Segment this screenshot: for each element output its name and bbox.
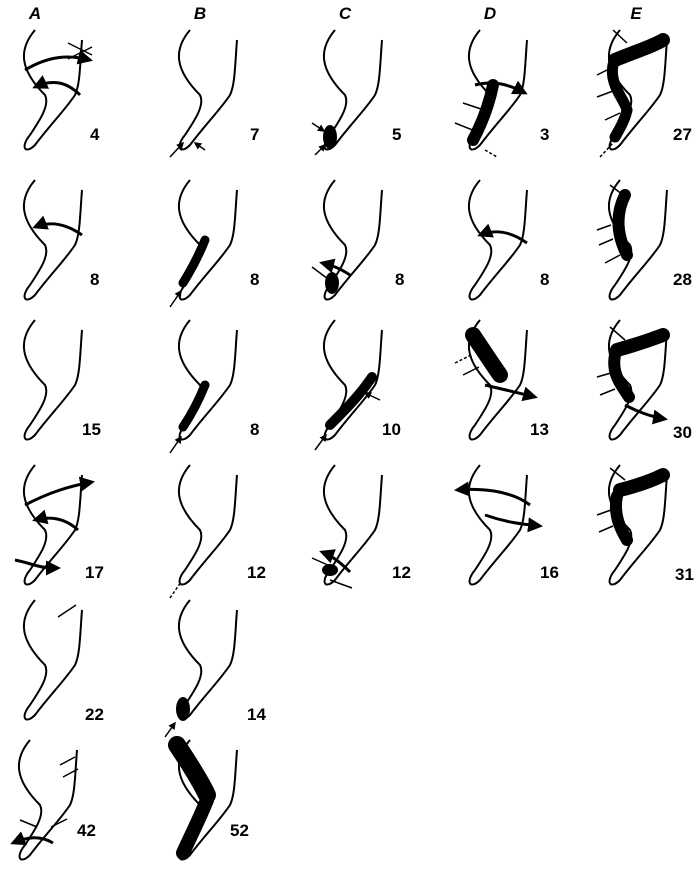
panel-b5: 14: [165, 595, 305, 740]
vein-diagram-d2: [455, 175, 575, 315]
panel-d2: 8: [455, 175, 595, 320]
panel-d2-number: 8: [540, 270, 549, 290]
panel-a2-number: 8: [90, 270, 99, 290]
vein-diagram-b1: [165, 25, 285, 165]
panel-d1: 3: [455, 25, 595, 170]
panel-e3-number: 30: [673, 423, 692, 443]
panel-b2-number: 8: [250, 270, 259, 290]
panel-d3: 13: [455, 315, 595, 460]
panel-b4-number: 12: [247, 563, 266, 583]
panel-a5: 22: [10, 595, 150, 740]
panel-a1-number: 4: [90, 125, 99, 145]
panel-a4-number: 17: [85, 563, 104, 583]
column-header-b: B: [185, 4, 215, 24]
vein-diagram-a1: [10, 25, 130, 165]
panel-a4: 17: [10, 460, 150, 605]
panel-a6-number: 42: [77, 821, 96, 841]
panel-d1-number: 3: [540, 125, 549, 145]
vein-diagram-b5: [165, 595, 285, 735]
panel-b6: 52: [165, 735, 305, 880]
panel-c1-number: 5: [392, 125, 401, 145]
vein-diagram-d1: [455, 25, 575, 165]
vein-diagram-c3: [310, 315, 430, 455]
panel-b1-number: 7: [250, 125, 259, 145]
panel-e4-number: 31: [675, 565, 694, 585]
column-header-d: D: [475, 4, 505, 24]
column-header-e: E: [621, 4, 651, 24]
vein-diagram-a6: [5, 735, 125, 875]
panel-e2-number: 28: [673, 270, 692, 290]
panel-a3-number: 15: [82, 420, 101, 440]
panel-c2: 8: [310, 175, 450, 320]
vein-diagram-c1: [310, 25, 430, 165]
panel-d3-number: 13: [530, 420, 549, 440]
panel-d4-number: 16: [540, 563, 559, 583]
vein-diagram-c2: [310, 175, 430, 315]
vein-diagram-e2: [595, 175, 699, 315]
panel-a1: 4: [10, 25, 150, 170]
vein-diagram-c4: [310, 460, 430, 600]
panel-c2-number: 8: [395, 270, 404, 290]
vein-diagram-d3: [455, 315, 575, 455]
panel-c3-number: 10: [382, 420, 401, 440]
panel-b2: 8: [165, 175, 305, 320]
panel-e1: 27: [595, 25, 699, 170]
vein-diagram-a2: [10, 175, 130, 315]
panel-e2: 28: [595, 175, 699, 320]
panel-b3: 8: [165, 315, 305, 460]
panel-c3: 10: [310, 315, 450, 460]
panel-b6-number: 52: [230, 821, 249, 841]
panel-a2: 8: [10, 175, 150, 320]
vein-diagram-b6: [165, 735, 285, 875]
panel-d4: 16: [455, 460, 595, 605]
panel-e4: 31: [595, 460, 699, 605]
panel-c4: 12: [310, 460, 450, 605]
vein-diagram-a4: [10, 460, 130, 600]
panel-b1: 7: [165, 25, 305, 170]
panel-e1-number: 27: [673, 125, 692, 145]
vein-diagram-b4: [165, 460, 285, 600]
vein-diagram-a5: [10, 595, 130, 735]
panel-b3-number: 8: [250, 420, 259, 440]
panel-a3: 15: [10, 315, 150, 460]
vein-diagram-b2: [165, 175, 285, 315]
vein-diagram-b3: [165, 315, 285, 455]
column-header-c: C: [330, 4, 360, 24]
panel-c1: 5: [310, 25, 450, 170]
panel-b4: 12: [165, 460, 305, 605]
panel-a6: 42: [5, 735, 145, 880]
panel-c4-number: 12: [392, 563, 411, 583]
panel-a5-number: 22: [85, 705, 104, 725]
column-header-a: A: [20, 4, 50, 24]
vein-diagram-a3: [10, 315, 130, 455]
panel-b5-number: 14: [247, 705, 266, 725]
panel-e3: 30: [595, 315, 699, 460]
